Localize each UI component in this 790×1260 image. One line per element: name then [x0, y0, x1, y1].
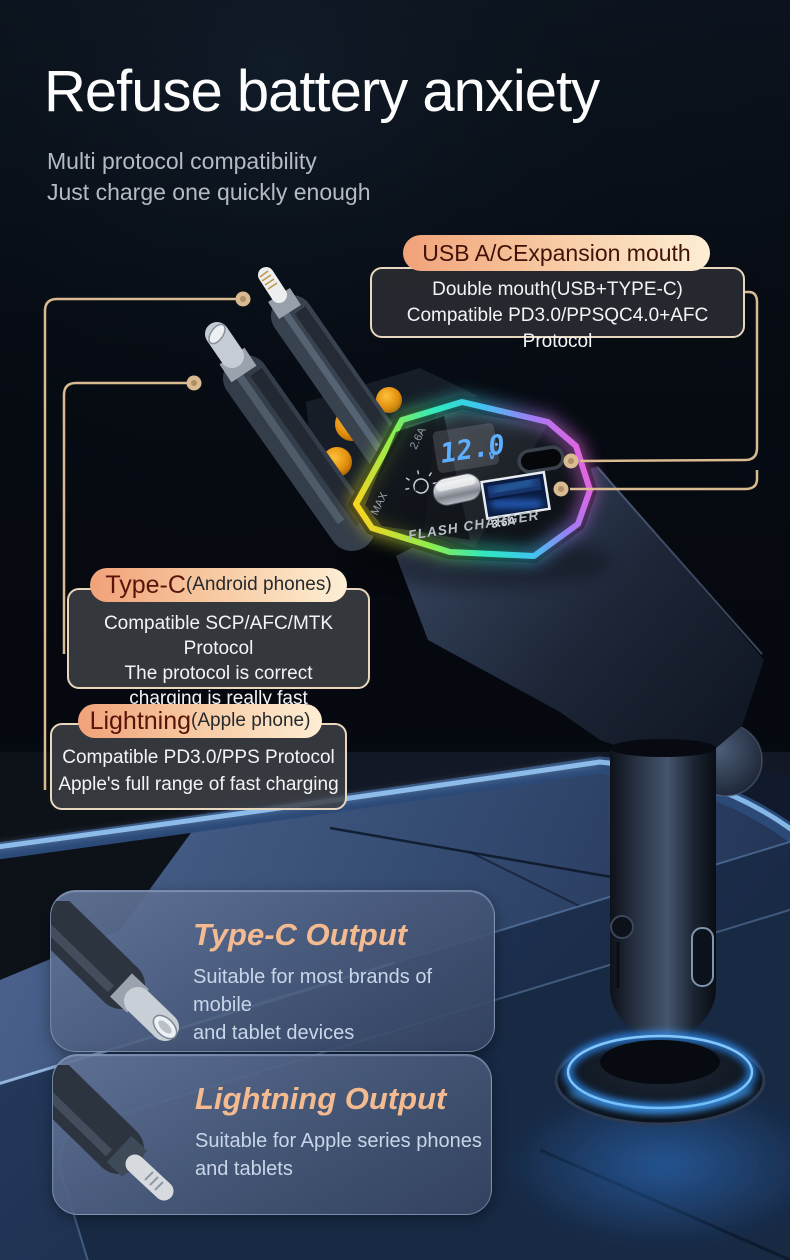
label-3-6a: 3.6A: [491, 515, 517, 531]
leader-dot: [553, 481, 569, 497]
leader-typec: [62, 381, 200, 654]
charger-face: 12.0 v 2.6A MAX LED 3.0A 3.6A: [349, 395, 597, 563]
leader-dot: [563, 453, 579, 469]
leader-dot: [186, 375, 202, 391]
reel-opening: [376, 387, 402, 413]
subtitle-line-1: Multi protocol compatibility: [47, 148, 317, 174]
feature-description: Suitable for Apple series phones and tab…: [195, 1127, 482, 1183]
led-button[interactable]: [431, 471, 484, 507]
callout-lightning-pill: Lightning(Apple phone): [78, 704, 322, 738]
typec-box-line-3: charging is really fast: [129, 688, 308, 709]
lightning-connector-icon: [53, 1065, 174, 1201]
subtitle-line-2: Just charge one quickly enough: [47, 179, 371, 205]
voltage-display: 12.0 v: [432, 423, 507, 473]
feature-desc-line-2: and tablets: [195, 1158, 293, 1180]
usbc-cable: [205, 322, 375, 551]
usbc-port: [517, 445, 565, 474]
usb-c-connector-icon: [51, 901, 179, 1041]
typec-pill-subtitle: (Android phones): [185, 574, 332, 595]
typec-box-line-1: Compatible SCP/AFC/MTK Protocol: [103, 613, 334, 659]
feature-card-typec-output: Type-C Output Suitable for most brands o…: [50, 890, 495, 1052]
leader-usba-port: [570, 470, 759, 491]
lightning-box-line-2: Apple's full range of fast charging: [58, 774, 339, 795]
lightning-tip: [258, 267, 287, 303]
cigarette-plug: [610, 739, 716, 1062]
typec-pill-title: Type-C: [105, 570, 186, 599]
page-subtitle: Multi protocol compatibility Just charge…: [47, 146, 371, 208]
typec-box-line-2: The protocol is correct: [124, 663, 313, 684]
feature-title: Type-C Output: [193, 917, 408, 952]
lightning-pill-title: Lightning: [89, 706, 192, 735]
leader-usbc-port: [579, 290, 759, 463]
lightning-pill-subtitle: (Apple phone): [191, 710, 311, 731]
feature-desc-line-2: and tablet devices: [193, 1022, 355, 1044]
plug-button: [610, 915, 634, 939]
lightning-box-line-1: Compatible PD3.0/PPS Protocol: [62, 747, 335, 768]
feature-desc-line-1: Suitable for Apple series phones: [195, 1130, 482, 1152]
usb-box-line-1: Double mouth(USB+TYPE-C): [432, 279, 683, 300]
label-led: LED: [414, 484, 428, 494]
feature-card-lightning-output: Lightning Output Suitable for Apple seri…: [52, 1054, 492, 1215]
socket-glow-ring: [554, 1032, 766, 1126]
feature-title: Lightning Output: [195, 1081, 447, 1116]
feature-description: Suitable for most brands of mobile and t…: [193, 963, 494, 1047]
usb-box-line-2: Compatible PD3.0/PPSQC4.0+AFC Protocol: [406, 305, 709, 352]
callout-usb-pill: USB A/CExpansion mouth: [403, 235, 710, 271]
feature-desc-line-1: Suitable for most brands of mobile: [193, 966, 433, 1016]
leader-dot: [235, 291, 251, 307]
leader-lightning: [43, 297, 250, 790]
plug-slot: [691, 927, 714, 987]
led-icon: LED: [405, 470, 437, 494]
callout-typec-box: Compatible SCP/AFC/MTK Protocol The prot…: [67, 588, 370, 709]
display-unit: v: [487, 447, 497, 463]
leader-lines: [43, 290, 759, 790]
usba-port: [480, 470, 552, 521]
callout-usb-box: Double mouth(USB+TYPE-C) Compatible PD3.…: [370, 267, 745, 352]
leader-dots: [186, 291, 579, 497]
usbc-tip: [205, 322, 244, 368]
page-title: Refuse battery anxiety: [44, 59, 600, 124]
neon-rim: [353, 399, 593, 559]
callout-typec-pill: Type-C(Android phones): [90, 568, 347, 602]
